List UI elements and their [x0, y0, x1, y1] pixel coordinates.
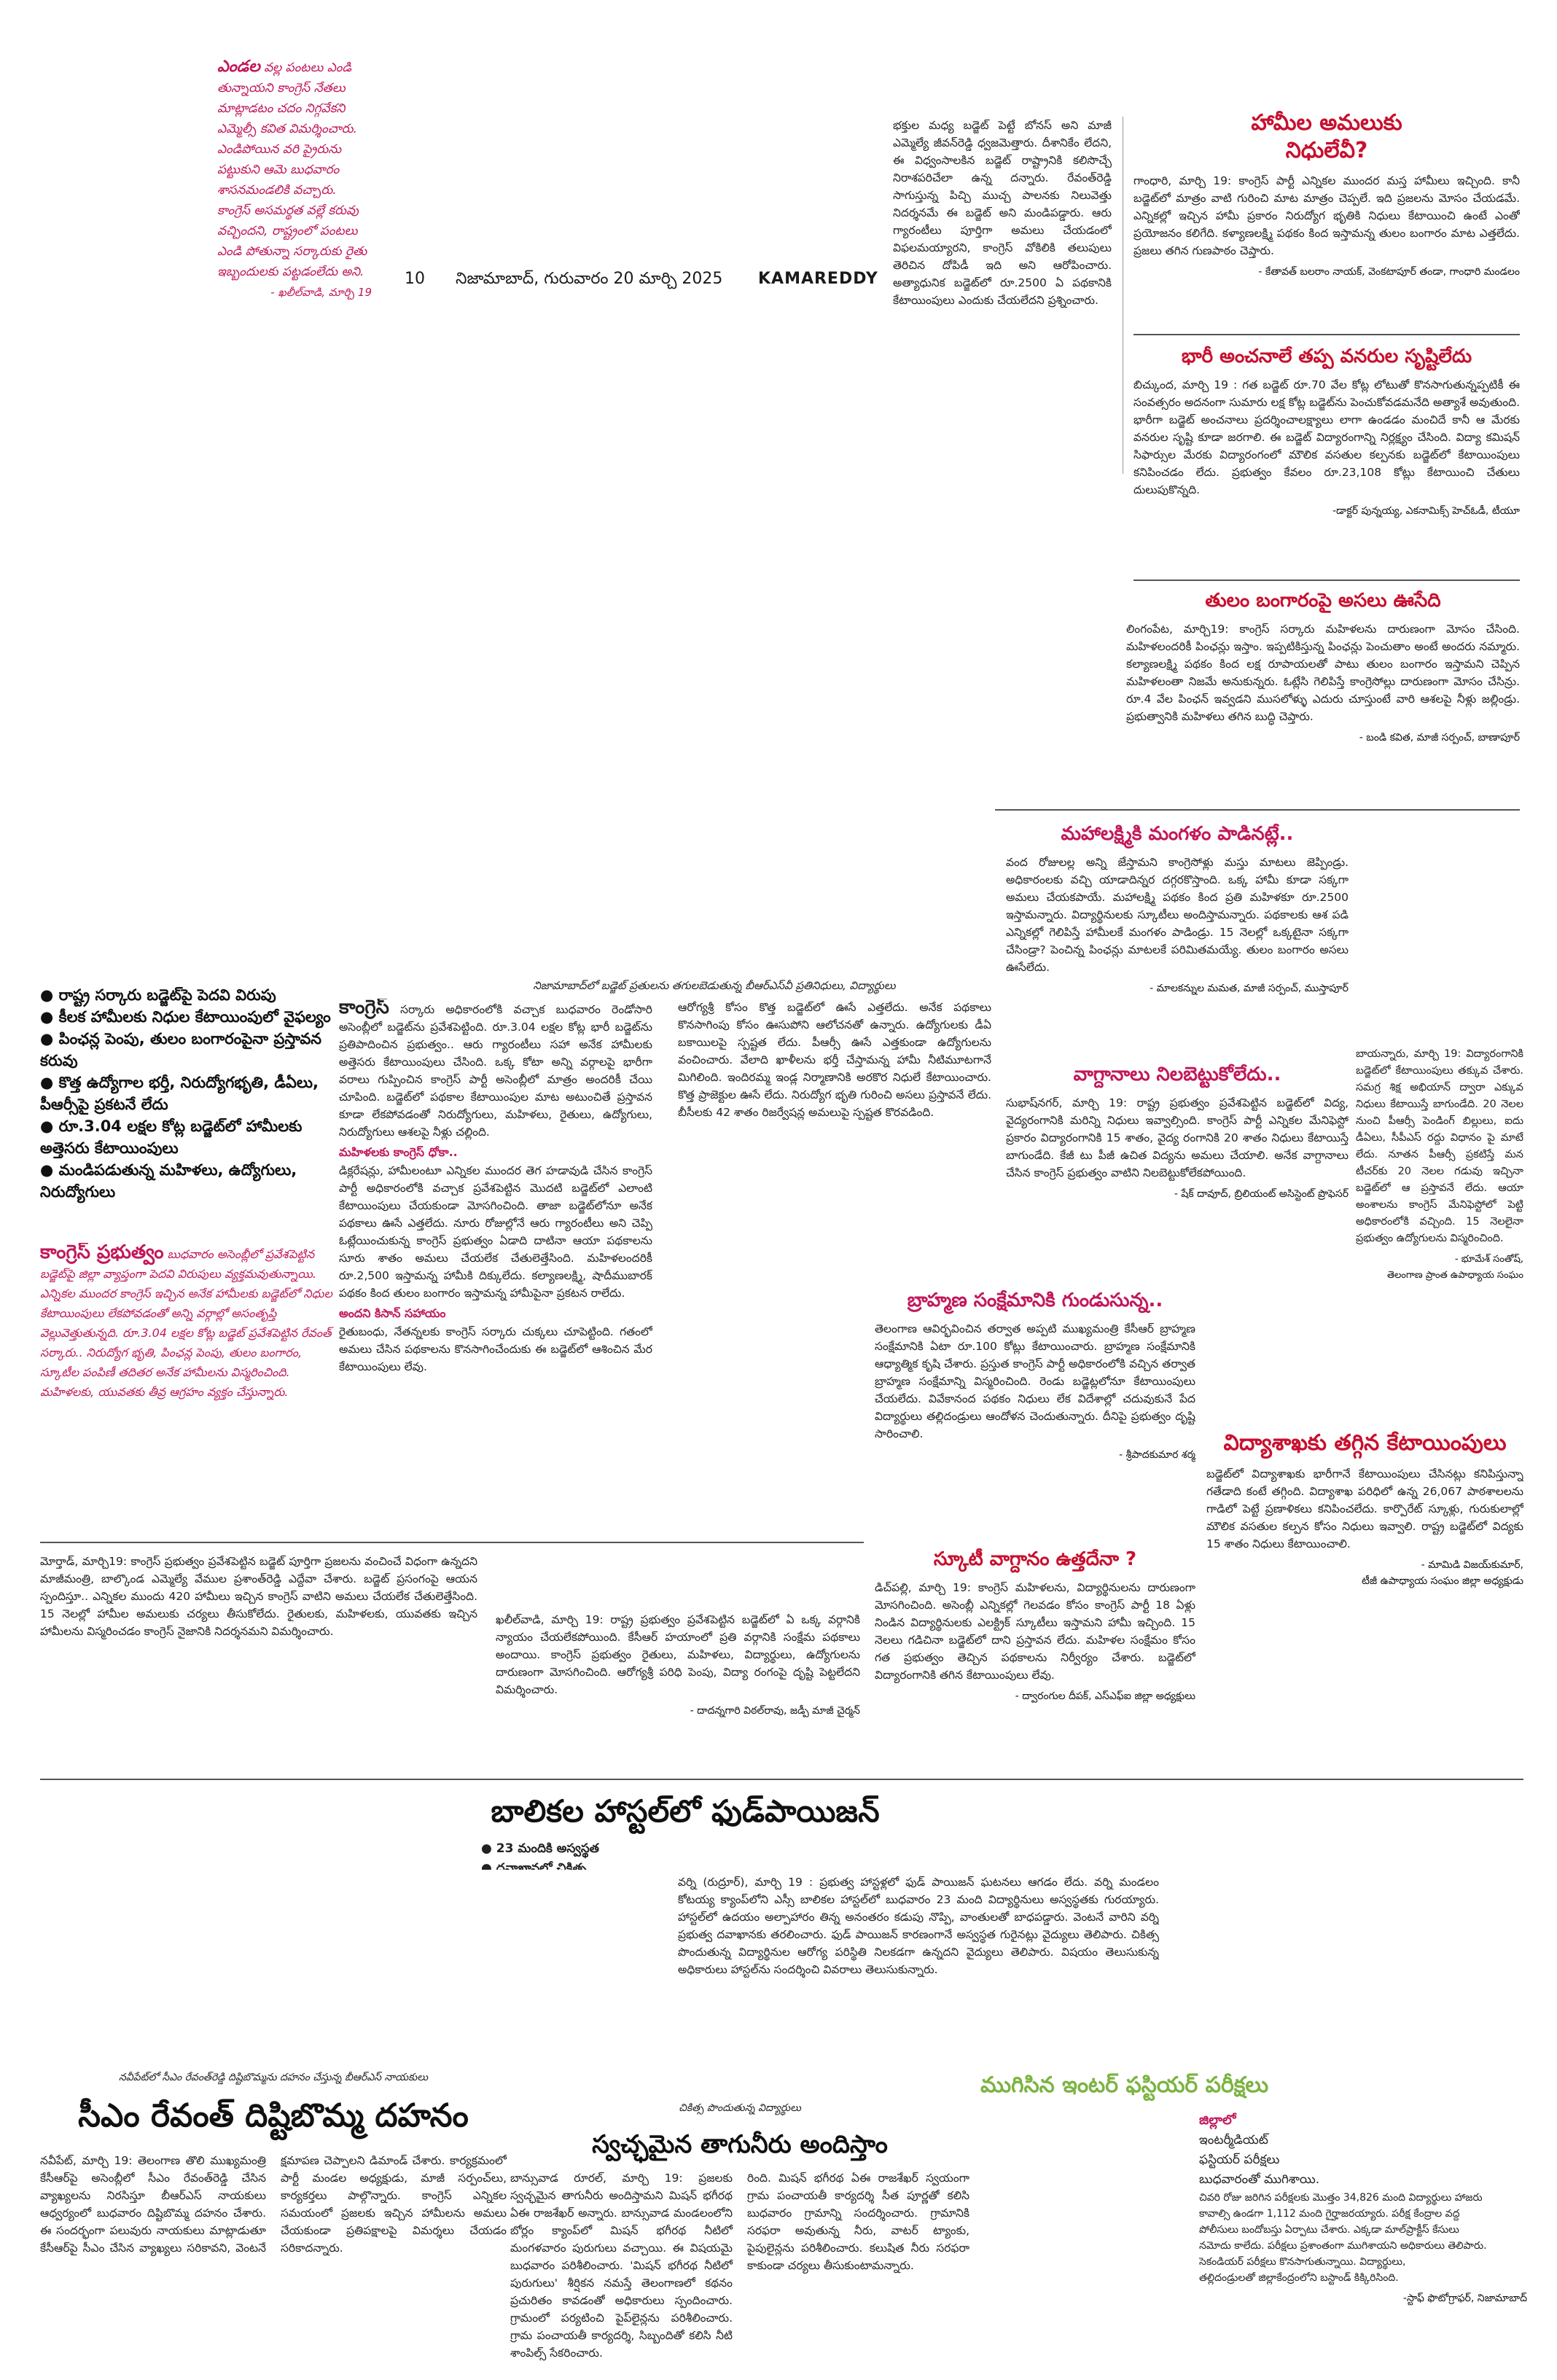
headline-exams: ముగిసిన ఇంటర్ ఫస్టియర్ పరీక్షలు [980, 2072, 1269, 2098]
photo-caption: నిజామాబాద్‌లో బడ్జెట్ ప్రతులను తగులబెడుత… [533, 979, 896, 992]
headline-effigy: సీఎం రేవంత్ దిష్టిబొమ్మ దహనం [78, 2097, 469, 2134]
district-name: KAMAREDDY [758, 270, 878, 288]
article-text: బాన్సువాడ రూరల్, మార్చి 19: ప్రజలకు స్వచ… [510, 2172, 733, 2360]
article-text: గాంధారి, మార్చి 19: కాంగ్రెస్ పార్టీ ఎన్… [1133, 174, 1520, 257]
article-text: వర్ని (రుద్రూర్), మార్చి 19 : ప్రభుత్వ హ… [678, 1876, 1159, 1976]
headline-brahmin: బ్రాహ్మణ సంక్షేమానికి గుండుసున్న.. [907, 1290, 1163, 1311]
headline-promises: హామీల అమలుకు నిధులేవీ? [1251, 110, 1402, 163]
article-byline: -స్టాఫ్ ఫొటోగ్రాఫర్, నిజామాబాద్ [1402, 2293, 1527, 2304]
article-byline: -డాక్టర్ పున్నయ్య, ఎకనామిక్స్ హెచ్‌ఓడీ, … [1332, 505, 1520, 517]
headline-gold: తులం బంగారంపై అసలు ఊసేది [1205, 590, 1441, 612]
article-byline: - మాలకన్నుల మమత, మాజీ సర్పంచ్, ముస్తాపూర… [1150, 983, 1349, 994]
main-subhead-1: మహిళలకు కాంగ్రెస్ ధోకా.. [339, 1145, 458, 1159]
article-text: నవీపేట్, మార్చి 19: తెలంగాణ తొలి ముఖ్యమం… [40, 2154, 507, 2255]
article-text: భక్తుల మధ్య బడ్జెట్ పెట్టే బోనస్ అని మాజ… [893, 119, 1112, 307]
main-text: సర్కారు అధికారంలోకి వచ్చాక బుధవారం రెండో… [339, 1003, 652, 1139]
headline-education: విద్యాశాఖకు తగ్గిన కేటాయింపులు [1223, 1430, 1507, 1456]
main-text-3: రైతుబంధు, నేతన్నలకు కాంగ్రెస్ సర్కారు చు… [339, 1325, 652, 1373]
article-jeevanreddy: భక్తుల మధ్య బడ్జెట్ పెట్టే బోనస్ అని మాజ… [893, 117, 1112, 474]
headline-scooty: స్కూటీ వాగ్దానం ఉత్తదేనా ? [933, 1548, 1137, 1570]
article-byline: - శ్రీపాదకుమార శర్మ [1119, 1449, 1195, 1461]
article-text: బాయన్నారు, మార్చి 19: విద్యారంగానికి బడ్… [1356, 1048, 1523, 1244]
article-pledges: వాగ్దానాలు నిలబెట్టుకోలేదు.. సుభాష్‌నగర్… [1006, 1061, 1349, 1279]
sidebar-quote: ఎండల వల్ల పంటలు ఎండి తున్నాయని కాంగ్రెస్… [217, 57, 372, 319]
dateline: నిజామాబాద్, గురువారం 20 మార్చి 2025 [456, 270, 723, 288]
article-byline: - బండి కవిత, మాజీ సర్పంచ్, బాణాపూర్ [1359, 732, 1520, 744]
main-subhead-2: అందని కిసాన్ సహాయం [339, 1306, 446, 1320]
main-lead: కాంగ్రెస్ [339, 999, 389, 1018]
article-gold: తులం బంగారంపై అసలు ఊసేది లింగంపేట, మార్చ… [995, 587, 1520, 805]
article-text: ఖలీల్‌వాడి, మార్చి 19: రాష్ట్ర ప్రభుత్వం… [496, 1613, 860, 1696]
article-byline-org: తెలంగాణ ప్రాంత ఉపాధ్యాయ సంఘం [1386, 1270, 1523, 1281]
water-caption: చికిత్స పొందుతున్న విద్యార్థులు [679, 2102, 801, 2114]
article-text: బిచ్కుంద, మార్చి 19 : గత బడ్జెట్ రూ.70 వ… [1133, 378, 1520, 496]
article-text: లింగంపేట, మార్చి19: కాంగ్రెస్ సర్కారు మహ… [1126, 623, 1520, 723]
article-khaleelwadi: ఖలీల్‌వాడి, మార్చి 19: రాష్ట్ర ప్రభుత్వం… [496, 1611, 860, 1800]
article-effigy: నవీపేట్‌లో సీఎం రేవంత్‌రెడ్డి దిష్టిబొమ్… [40, 2069, 507, 2368]
article-text: బడ్జెట్‌లో విద్యాశాఖకు భారీగానే కేటాయింప… [1206, 1467, 1523, 1550]
congress-label: కాంగ్రెస్ ప్రభుత్వం [40, 1243, 164, 1263]
quote-lead: ఎండల [217, 58, 260, 76]
article-exams: ముగిసిన ఇంటర్ ఫస్టియర్ పరీక్షలు జిల్లాలో… [980, 2070, 1527, 2369]
exams-sub: జిల్లాలో [1199, 2112, 1236, 2128]
article-byline: - దాదన్నగారి విఠల్‌రావు, జడ్పీ మాజీ చైర్… [690, 1705, 860, 1717]
headline-pledges: వాగ్దానాలు నిలబెట్టుకోలేదు.. [1073, 1064, 1281, 1085]
article-text: వంద రోజులల్ల అన్ని జేస్తామని కాంగ్రెసోళ్… [1006, 856, 1349, 974]
article-mahalakshmi: మహాలక్ష్మికి మంగళం పాడినట్లే.. వంద రోజుల… [1006, 820, 1349, 1061]
article-food-poison: వర్ని (రుద్రూర్), మార్చి 19 : ప్రభుత్వ హ… [678, 1873, 1159, 2107]
highlights-list: ● రాష్ట్ర సర్కారు బడ్జెట్‌పై పెదవి విరుప… [40, 984, 346, 1236]
article-scooty: స్కూటీ వాగ్దానం ఉత్తదేనా ? డిచ్‌పల్లి, మ… [875, 1545, 1195, 1764]
congress-lead: కాంగ్రెస్ ప్రభుత్వం బుధవారం అసెంబ్లీలో ప… [40, 1243, 339, 1534]
article-divider [995, 809, 1520, 811]
headline-water: స్వచ్ఛమైన తాగునీరు అందిస్తాం [592, 2130, 888, 2159]
article-byline: - కేతావత్ బలరాం నాయక్, వెంకటాపూర్ తండా, … [1258, 266, 1520, 278]
article-morthad: మోర్తాడ్, మార్చి19: కాంగ్రెస్ ప్రభుత్వం … [40, 1553, 477, 1735]
article-center: ఆరోగ్యశ్రీ కోసం కొత్త బడ్జెట్‌లో ఊసే ఎత్… [678, 999, 991, 1465]
article-divider [1133, 580, 1520, 581]
article-text: డిచ్‌పల్లి, మార్చి 19: కాంగ్రెస్ మహిళలను… [875, 1581, 1195, 1682]
page-number: 10 [405, 270, 425, 288]
headline-food-poison: బాలికల హాస్టల్‌లో ఫుడ్‌పాయిజన్ [491, 1793, 880, 1829]
article-text: మోర్తాడ్, మార్చి19: కాంగ్రెస్ ప్రభుత్వం … [40, 1555, 477, 1638]
article-text: ఆరోగ్యశ్రీ కోసం కొత్త బడ్జెట్‌లో ఊసే ఎత్… [678, 1001, 991, 1119]
article-divider [1133, 334, 1520, 335]
article-education: విద్యాశాఖకు తగ్గిన కేటాయింపులు బడ్జెట్‌ల… [1206, 1429, 1523, 1771]
article-byline: - మామిడి విజయ్‌కుమార్, [1421, 1559, 1523, 1571]
article-text-2: రింది. మిషన్ భగీరథ ఏఈ రాజశేఖర్ స్వయంగా గ… [747, 2172, 969, 2272]
page-header: 10 నిజామాబాద్, గురువారం 20 మార్చి 2025 K… [397, 268, 929, 293]
section-divider [40, 1779, 1523, 1780]
highlight-item: ● పింఛన్ల పెంపు, తులం బంగారంపైనా ప్రస్తా… [40, 1030, 322, 1069]
article-text: తెలంగాణ ఆవిర్భవించిన తర్వాత అప్పటి ముఖ్య… [875, 1322, 1195, 1440]
headline-resources: భారీ అంచనాలే తప్ప వనరుల సృష్టిలేదు [1181, 346, 1472, 367]
article-brahmin: బ్రాహ్మణ సంక్షేమానికి గుండుసున్న.. తెలంగ… [875, 1287, 1195, 1527]
effigy-strap: నవీపేట్‌లో సీఎం రేవంత్‌రెడ్డి దిష్టిబొమ్… [118, 2072, 429, 2083]
highlight-item: ● కీలక హామీలకు నిధుల కేటాయింపులో వైఫల్యం [40, 1008, 331, 1026]
highlight-item: ● మండిపడుతున్న మహిళలు, ఉద్యోగులు, నిరుద్… [40, 1161, 297, 1201]
headline-block-food-poison: బాలికల హాస్టల్‌లో ఫుడ్‌పాయిజన్ ● 23 మంది… [481, 1790, 889, 1870]
main-text-2: డిక్లరేషన్లు, హామీలంటూ ఎన్నికల ముందర తెగ… [339, 1164, 652, 1300]
congress-text: బుధవారం అసెంబ్లీలో ప్రవేశపెట్టిన బడ్జెట్… [40, 1247, 332, 1399]
article-water: చికిత్స పొందుతున్న విద్యార్థులు స్వచ్ఛమై… [510, 2099, 969, 2369]
article-resources: భారీ అంచనాలే తప్ప వనరుల సృష్టిలేదు బిచ్క… [1133, 343, 1520, 576]
article-promises: హామీల అమలుకు నిధులేవీ? గాంధారి, మార్చి 1… [1133, 109, 1520, 328]
article-byline: - షేక్ దావూద్, బ్రిలియంట్ అసిస్టెంట్ ప్ర… [1174, 1188, 1349, 1200]
highlight-item: ● రాష్ట్ర సర్కారు బడ్జెట్‌పై పెదవి విరుప… [40, 986, 276, 1004]
quote-byline: - ఖలీల్‌వాడి, మార్చి 19 [270, 286, 372, 299]
article-byline-org: టీజీ ఉపాధ్యాయ సంఘం జిల్లా అధ్యక్షుడు [1362, 1575, 1523, 1587]
headline-mahalakshmi: మహాలక్ష్మికి మంగళం పాడినట్లే.. [1061, 823, 1294, 845]
highlight-item: ● కొత్త ఉద్యోగాల భర్తీ, నిరుద్యోగభృతి, డ… [40, 1074, 319, 1113]
section-divider [40, 1542, 864, 1543]
main-article: కాంగ్రెస్ సర్కారు అధికారంలోకి వచ్చాక బుధ… [339, 999, 652, 1531]
highlight-item: ● రూ.3.04 లక్షల కోట్ల బడ్జెట్‌లో హామీలకు… [40, 1117, 303, 1157]
article-text: సుభాష్‌నగర్, మార్చి 19: రాష్ట్ర ప్రభుత్వ… [1006, 1096, 1349, 1179]
article-byline: - ద్వారంగుల దీపక్, ఎస్‌ఎఫ్‌ఐ జిల్లా అధ్య… [1015, 1690, 1195, 1702]
article-byline: - భూమేశ్ సంతోష్, [1454, 1254, 1523, 1265]
quote-text: వల్ల పంటలు ఎండి తున్నాయని కాంగ్రెస్ నేతల… [217, 61, 367, 279]
article-teachers: బాయన్నారు, మార్చి 19: విద్యారంగానికి బడ్… [1356, 1046, 1523, 1425]
